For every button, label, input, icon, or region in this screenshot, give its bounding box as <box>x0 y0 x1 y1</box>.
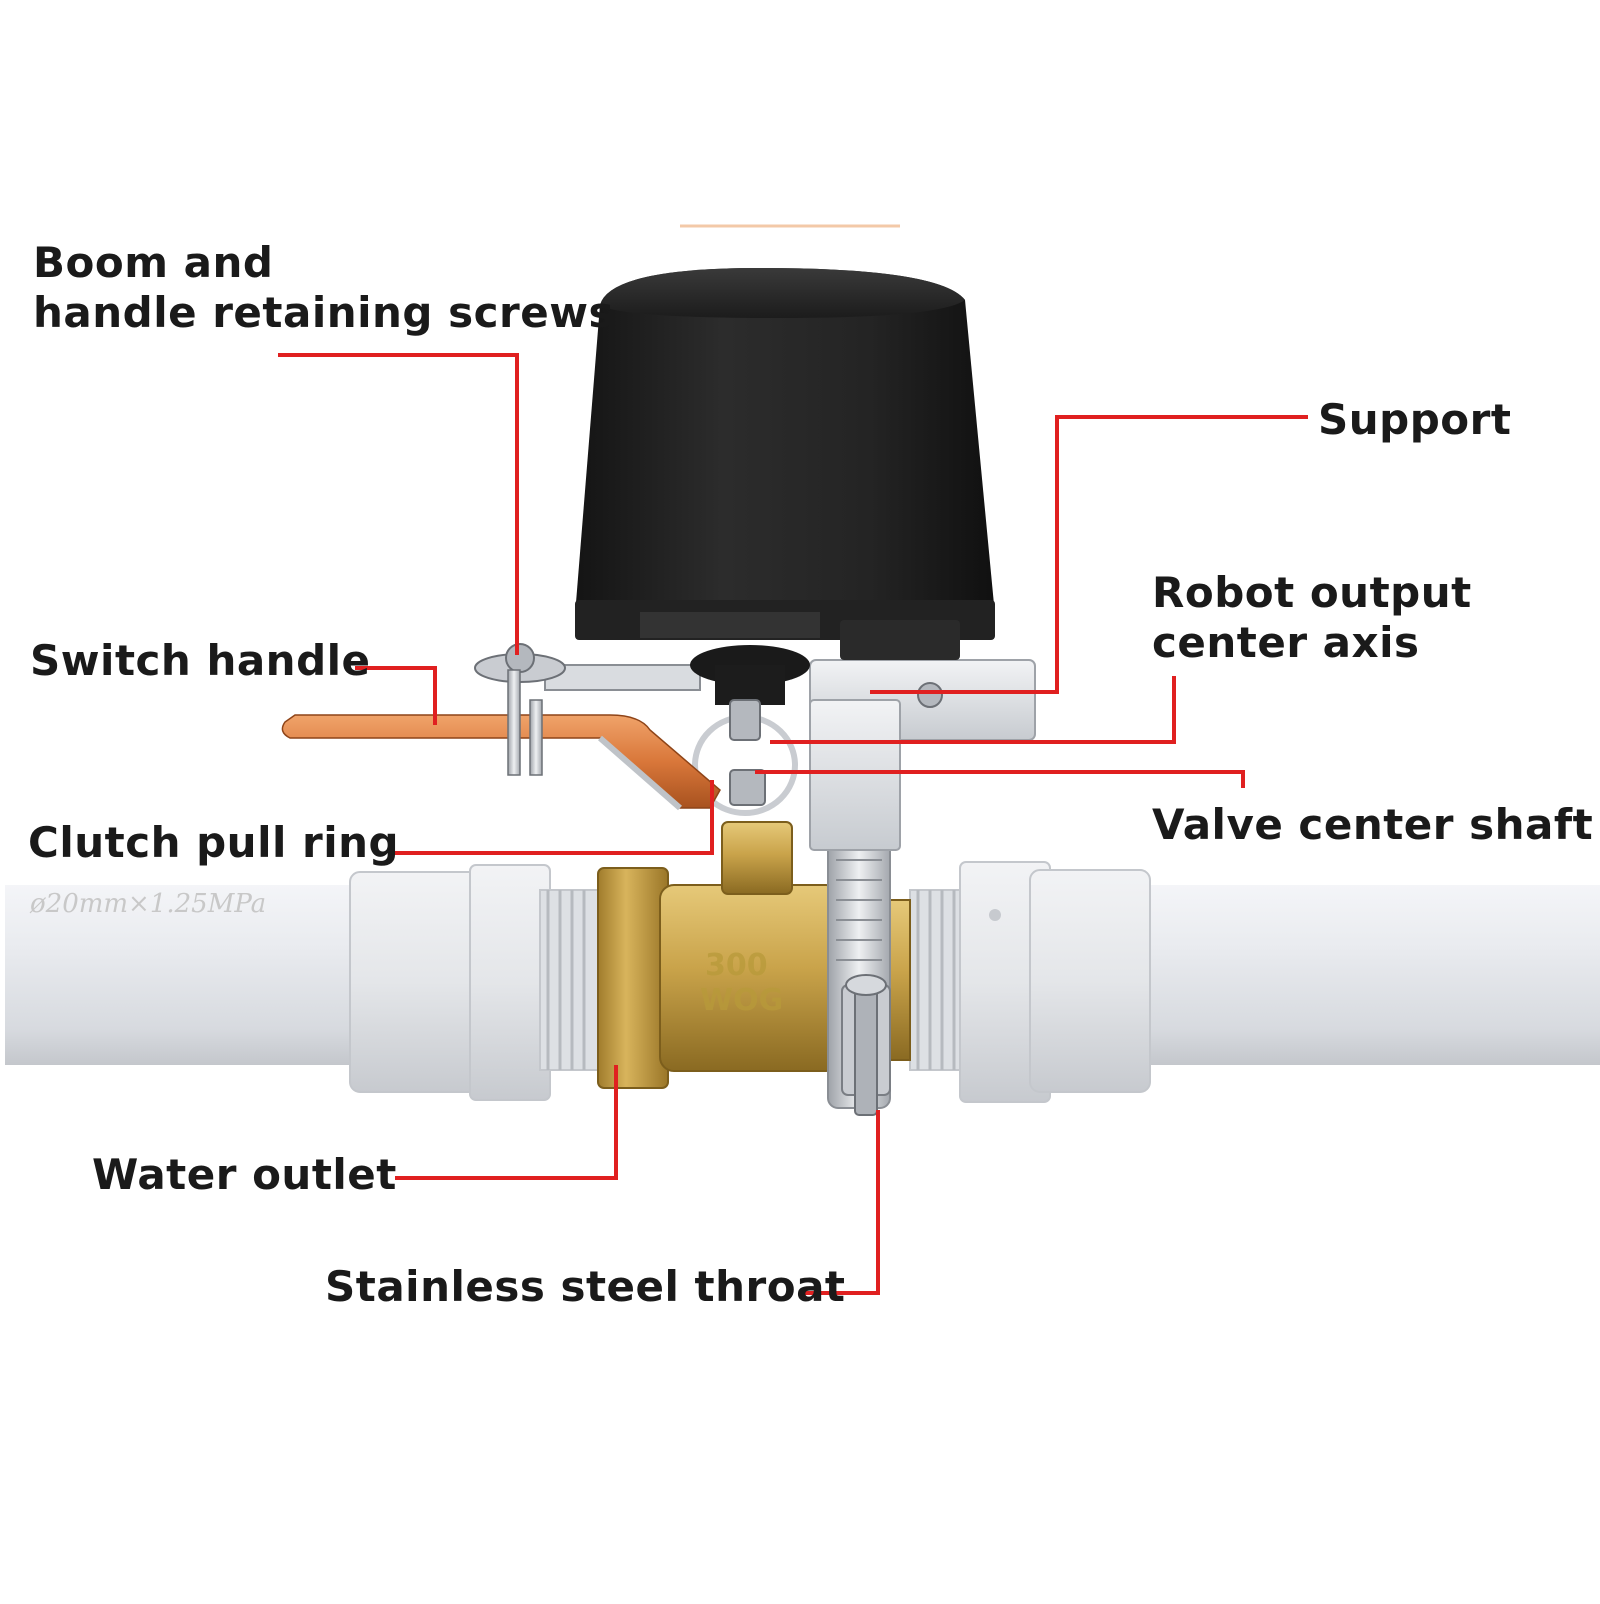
right-union-fitting <box>909 861 1151 1103</box>
left-pipe: ø20mm×1.25MPa <box>5 885 355 1065</box>
leader-water <box>395 1065 618 1180</box>
label-robot-output-center-axis: Robot output center axis <box>1152 568 1472 668</box>
valve-marking-wog: WOG <box>700 983 783 1018</box>
label-boom-line2: handle retaining screws <box>33 288 615 337</box>
label-water-outlet: Water outlet <box>92 1150 397 1199</box>
label-boom-line1: Boom and <box>33 238 274 287</box>
leader-clutch <box>393 780 714 855</box>
leader-switch <box>355 666 437 725</box>
leader-boom <box>278 353 519 655</box>
stainless-steel-clamp <box>827 837 891 1116</box>
pipe-marking: ø20mm×1.25MPa <box>29 889 266 919</box>
right-pipe <box>1140 885 1600 1065</box>
label-robot-line2: center axis <box>1152 618 1420 667</box>
clutch-pull-ring <box>692 699 798 816</box>
leader-support <box>870 415 1308 694</box>
leader-throat <box>805 1110 880 1295</box>
retaining-screws <box>474 643 566 776</box>
left-union-fitting <box>349 864 601 1101</box>
label-stainless-steel-throat: Stainless steel throat <box>325 1262 846 1311</box>
leader-lines <box>278 353 1308 1295</box>
leader-robot <box>770 676 1176 744</box>
label-switch-handle: Switch handle <box>30 636 371 685</box>
valve-marking-300: 300 <box>705 948 768 983</box>
label-clutch-pull-ring: Clutch pull ring <box>28 818 400 867</box>
label-support: Support <box>1318 395 1512 444</box>
label-valve-center-shaft: Valve center shaft <box>1152 800 1594 849</box>
switch-handle <box>281 714 721 811</box>
metal-support-bracket <box>544 659 1036 851</box>
label-boom-retaining-screws: Boom and handle retaining screws <box>33 238 614 338</box>
robot-actuator <box>575 268 995 705</box>
leader-valve <box>755 770 1245 788</box>
label-robot-line1: Robot output <box>1152 568 1472 617</box>
